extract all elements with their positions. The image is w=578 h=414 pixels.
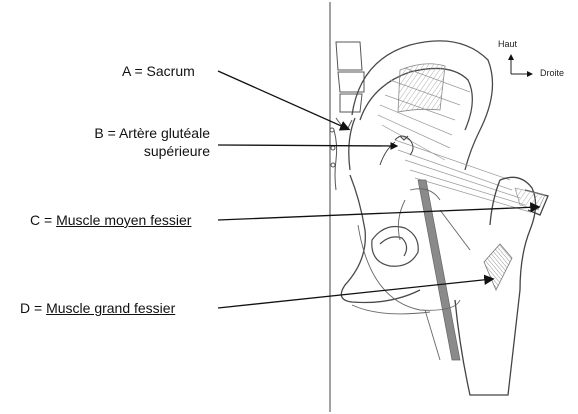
label-b-name-line1: Artère glutéale [119, 125, 210, 141]
leader-line-d [218, 279, 492, 308]
iliac-shading [398, 64, 445, 112]
gluteus-maximus-shading [484, 244, 512, 290]
label-a: A = Sacrum [122, 62, 195, 80]
label-a-letter: A = [122, 63, 147, 79]
label-d: D = Muscle grand fessier [20, 299, 175, 317]
leader-line-b [218, 145, 397, 146]
label-b-name-line2: supérieure [80, 142, 210, 160]
sacrum-drawing [330, 42, 364, 190]
label-b-letter: B = [94, 125, 119, 141]
label-c: C = Muscle moyen fessier [30, 211, 191, 229]
orientation-right-label: Droite [540, 68, 564, 78]
leader-line-c [218, 207, 538, 220]
pelvic-foramen-drawing [372, 227, 418, 267]
label-d-name: Muscle grand fessier [46, 300, 175, 316]
label-c-name: Muscle moyen fessier [56, 212, 191, 228]
label-d-letter: D = [20, 300, 46, 316]
orientation-axes [511, 55, 532, 74]
label-a-name: Sacrum [147, 63, 195, 79]
label-c-letter: C = [30, 212, 56, 228]
sciatic-nerve-drawing [418, 180, 460, 360]
label-b: B = Artère glutéale supérieure [80, 124, 210, 160]
leader-line-a [218, 71, 348, 129]
orientation-up-label: Haut [498, 39, 517, 49]
